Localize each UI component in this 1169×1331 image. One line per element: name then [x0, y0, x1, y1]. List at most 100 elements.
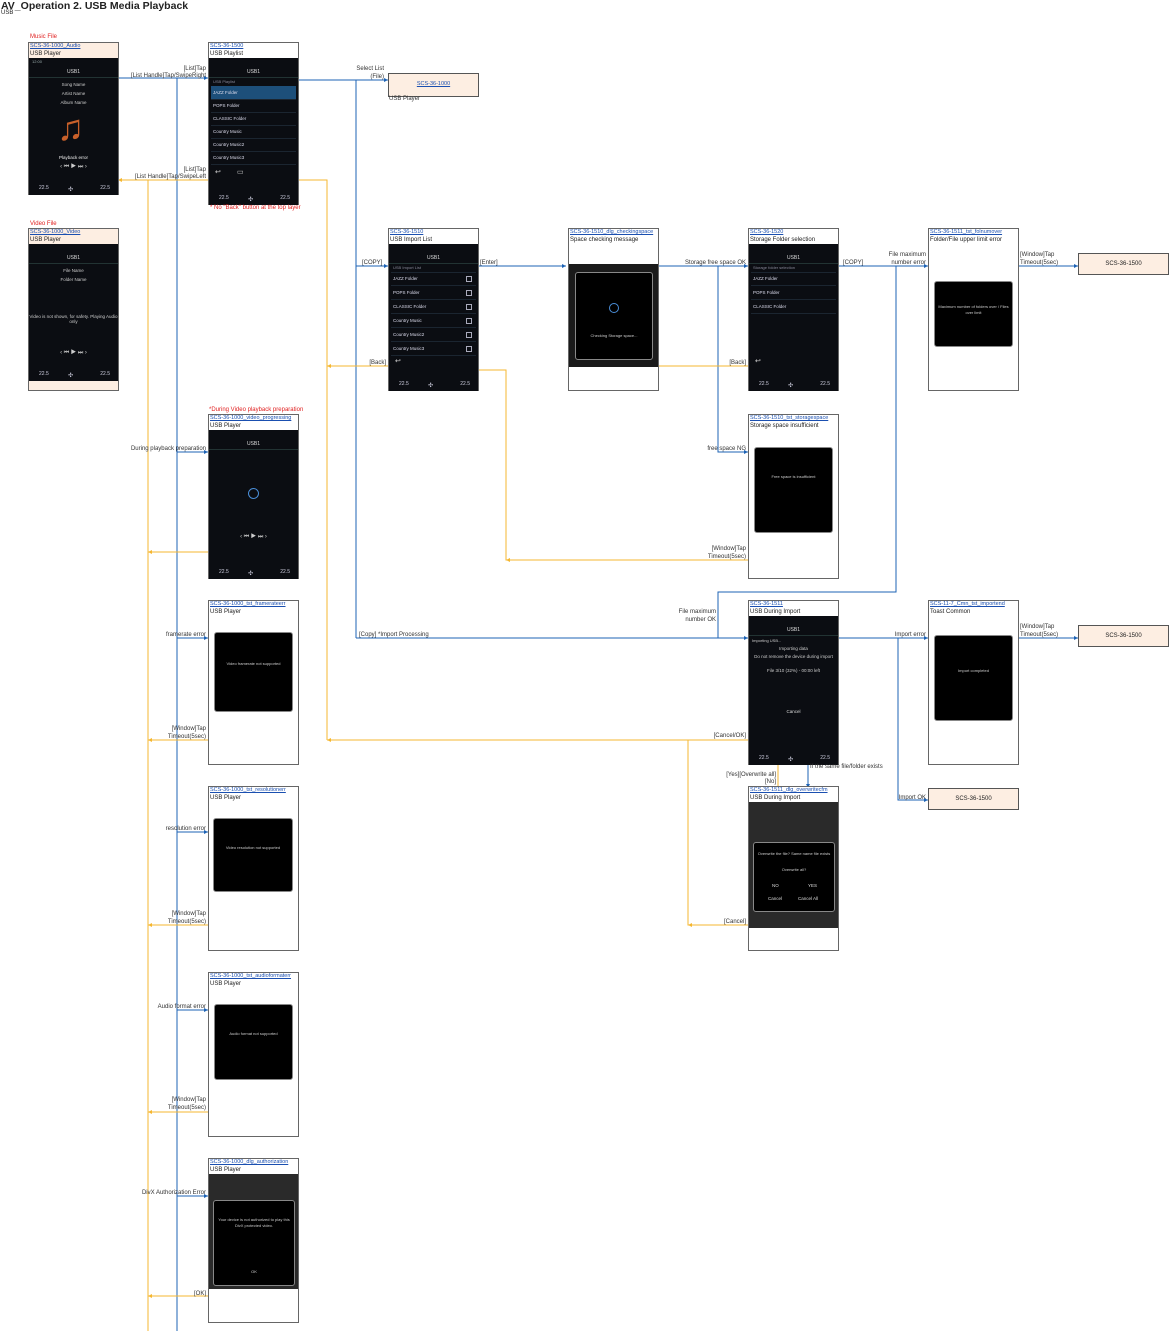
checkbox-icon[interactable]	[466, 346, 472, 352]
list-item[interactable]: Country Music3	[211, 151, 296, 165]
playback-controls-icon[interactable]: ‹ ⏮ ▶ ⏭ ›	[60, 350, 87, 356]
list-item[interactable]: CLASSIC Folder	[391, 300, 476, 314]
screen-box-overwrite-confirm[interactable]: SCS-36-1511_dlg_overwritecfm USB During …	[748, 786, 839, 951]
label-window-tap: [Window]Tap	[1020, 624, 1055, 630]
checkbox-icon[interactable]	[466, 290, 472, 296]
playback-controls-icon[interactable]: ‹ ⏮ ▶ ⏭ ›	[60, 164, 87, 170]
back-icon[interactable]: ↩	[395, 358, 401, 365]
temp-left: 22.5	[759, 755, 769, 761]
checkbox-icon[interactable]	[466, 304, 472, 310]
list-item[interactable]: JAZZ Folder	[391, 272, 476, 286]
screen-box-audio-format-error[interactable]: SCS-36-1000_tst_audioformaterr USB Playe…	[208, 972, 299, 1137]
temp-left: 22.5	[219, 195, 229, 201]
screen-box-checking-space[interactable]: SCS-36-1510_dlg_checkingspace Space chec…	[568, 228, 659, 391]
playback-controls-icon[interactable]: ‹ ⏮ ▶ ⏭ ›	[240, 534, 267, 540]
label-ok: [OK]	[193, 1291, 206, 1297]
ref-box-playlist[interactable]: SCS-36-1500	[928, 788, 1019, 810]
list-item[interactable]: Country Music	[391, 314, 476, 328]
cancel-button[interactable]: Cancel	[768, 896, 783, 901]
ref-name: USB Player	[389, 96, 421, 102]
label-file-max-ok: number OK	[685, 617, 716, 623]
list-item[interactable]: Country Music3	[391, 342, 476, 356]
section-video-prep: *During Video playback preparation	[209, 407, 304, 413]
overwrite-dialog[interactable]: Overwrite the file? Same name file exist…	[753, 842, 835, 912]
label-storage-free-ok: Storage free space OK	[684, 260, 746, 266]
source-title: USB1	[749, 626, 838, 636]
fan-icon: ✣	[68, 187, 74, 193]
screen-box-authorization[interactable]: SCS-36-1000_dlg_authorization USB Player…	[208, 1158, 299, 1323]
label-file: (File)	[370, 74, 384, 80]
list-item[interactable]: CLASSIC Folder	[211, 112, 296, 126]
climate-footer: 22.5 ✣ 22.5	[209, 557, 298, 579]
list-item[interactable]: JAZZ Folder	[211, 86, 296, 100]
toast-dialog[interactable]: Import completed	[934, 635, 1013, 721]
screen-name: USB Player	[30, 237, 62, 243]
list-item[interactable]: POPS Folder	[751, 286, 836, 300]
dialog-backdrop: Checking Storage space...	[569, 264, 658, 367]
status-bar	[29, 244, 118, 252]
label-timeout: Timeout(5sec)	[1020, 632, 1059, 638]
ok-button[interactable]: OK	[251, 1269, 257, 1274]
checkbox-icon[interactable]	[466, 332, 472, 338]
label-during-prep: During playback preparation	[130, 446, 206, 452]
authorization-dialog[interactable]: Your device is not authorized to play th…	[213, 1200, 295, 1286]
label-resolution-error: resolution error	[165, 826, 206, 832]
ref-box-player[interactable]: SCS-36-1000	[388, 73, 479, 97]
checkbox-icon[interactable]	[466, 318, 472, 324]
screen-box-storage-space[interactable]: SCS-36-1510_tst_storagespace Storage spa…	[748, 414, 839, 579]
toast-dialog[interactable]: Video resolution not supported	[213, 818, 293, 892]
label-cancel-ok: [Cancel/OK]	[713, 733, 746, 739]
screen-name: USB Player	[210, 1167, 242, 1173]
screen-box-import-list[interactable]: SCS-36-1510 USB Import List USB1 USB Imp…	[388, 228, 479, 391]
phone-screen: USB1 USB Playlist JAZZ Folder POPS Folde…	[209, 58, 298, 205]
toast-dialog[interactable]: Maximum number of folders over / Files o…	[934, 281, 1013, 347]
checkbox-icon[interactable]	[466, 276, 472, 282]
screen-box-resolution-error[interactable]: SCS-36-1000_tst_resolutionerr USB Player…	[208, 786, 299, 951]
toast-dialog[interactable]: Free space is insufficient	[754, 447, 833, 533]
yes-button[interactable]: YES	[808, 883, 818, 888]
climate-footer: 22.5 ✣ 22.5	[749, 369, 838, 391]
toast-dialog[interactable]: Video framerate not supported	[214, 632, 293, 712]
list-item[interactable]: CLASSIC Folder	[751, 300, 836, 314]
screen-box-playlist[interactable]: SCS-36-1500 USB Playlist USB1 USB Playli…	[208, 42, 299, 205]
status-bar	[209, 58, 298, 66]
folder-icon[interactable]: ▭	[237, 169, 244, 176]
folder-name: Folder Name	[60, 277, 87, 282]
label-divx-error: DivX Authorization Error	[141, 1190, 206, 1196]
cancel-all-button[interactable]: Cancel All	[798, 896, 819, 901]
label-timeout: Timeout(5sec)	[707, 554, 746, 560]
no-button[interactable]: NO	[772, 883, 779, 888]
list-item[interactable]: Country Music2	[391, 328, 476, 342]
ref-id: SCS-36-1500	[955, 796, 992, 802]
list-item[interactable]: POPS Folder	[391, 286, 476, 300]
label-list-handle-right: [List Handle]Tap/SwipeRight	[130, 73, 206, 79]
cancel-button[interactable]: Cancel	[786, 709, 801, 714]
album-name: Album Name	[60, 100, 87, 105]
screen-id: SCS-36-1000_tst_framerateerr	[210, 601, 286, 607]
temp-right: 22.5	[100, 185, 110, 191]
screen-box-storage-folder[interactable]: SCS-36-1520 Storage Folder selection USB…	[748, 228, 839, 391]
status-bar	[389, 244, 478, 252]
screen-box-during-import[interactable]: SCS-36-1511 USB During Import USB1 Impor…	[748, 600, 839, 765]
label-import-ok: Import OK	[898, 795, 926, 801]
back-icon[interactable]: ↩	[215, 169, 221, 176]
back-icon[interactable]: ↩	[755, 358, 761, 365]
list-item[interactable]: POPS Folder	[211, 99, 296, 113]
list-item[interactable]: Country Music	[211, 125, 296, 139]
screen-id: SCS-36-1510_dlg_checkingspace	[570, 229, 654, 235]
screen-box-toast-common[interactable]: SCS-11-7_Cmn_tst_importend Toast Common …	[928, 600, 1019, 765]
screen-box-video[interactable]: SCS-36-1000_Video USB Player USB1 File N…	[28, 228, 119, 391]
screen-box-video-progressing[interactable]: SCS-36-1000_video_progressing USB Player…	[208, 414, 299, 579]
list-item[interactable]: Country Music2	[211, 138, 296, 152]
list-item[interactable]: JAZZ Folder	[751, 272, 836, 286]
ref-box-playlist[interactable]: SCS-36-1500	[1078, 253, 1169, 275]
screen-box-folnumover[interactable]: SCS-36-1511_tst_folnumover Folder/File u…	[928, 228, 1019, 391]
screen-box-framerate-error[interactable]: SCS-36-1000_tst_framerateerr USB Player …	[208, 600, 299, 765]
toast-text: Video resolution not supported	[225, 845, 281, 850]
toast-dialog[interactable]: Audio format not supported	[214, 1004, 293, 1080]
temp-right: 22.5	[820, 755, 830, 761]
ref-box-playlist[interactable]: SCS-36-1500	[1078, 625, 1169, 647]
label-list-tap: [List]Tap	[183, 66, 206, 72]
screen-box-audio[interactable]: SCS-36-1000_Audio USB Player 12:00 USB1 …	[28, 42, 119, 195]
